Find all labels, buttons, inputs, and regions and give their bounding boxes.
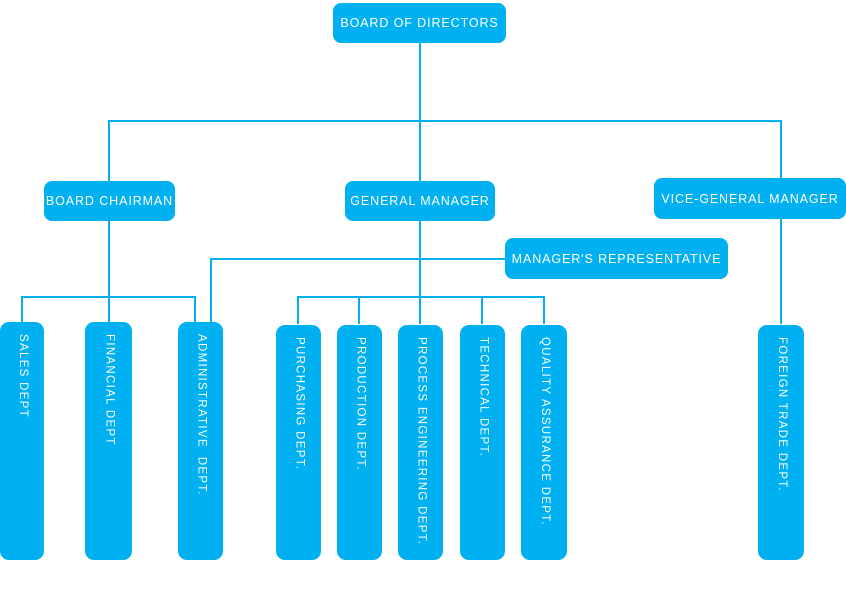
node-label: FINANCIAL DEPT [103, 334, 116, 446]
connector-drop-administrative-dept-right [210, 258, 212, 324]
node-board-chairman[interactable]: BOARD CHAIRMAN [44, 181, 175, 221]
node-sales-dept[interactable]: SALES DEPT [0, 322, 44, 560]
connector-drop-administrative-dept-left [194, 296, 196, 324]
connector-drop-foreign-trade-dept [780, 219, 782, 324]
node-process-engineering-dept[interactable]: PROCESS ENGINEERING DEPT. [398, 325, 443, 560]
connector-drop-technical-dept [481, 296, 483, 324]
node-label: FOREIGN TRADE DEPT. [775, 337, 788, 492]
connector-drop-board-chairman [108, 120, 110, 181]
connector-chairman-stem [108, 221, 110, 297]
connector-managers-representative-link [211, 258, 507, 260]
node-label: GENERAL MANAGER [350, 194, 490, 208]
connector-drop-sales-dept [21, 296, 23, 324]
node-purchasing-dept[interactable]: PURCHASING DEPT. [276, 325, 321, 560]
connector-level1-bus [109, 120, 782, 122]
node-label: BOARD CHAIRMAN [45, 194, 174, 208]
node-managers-representative[interactable]: MANAGER'S REPRESENTATIVE [505, 238, 728, 279]
connector-drop-general-manager [419, 120, 421, 181]
connector-drop-purchasing-dept [297, 296, 299, 324]
node-label: BOARD OF DIRECTORS [340, 16, 499, 30]
node-production-dept[interactable]: PRODUCTION DEPT. [337, 325, 382, 560]
node-label: PROCESS ENGINEERING DEPT. [415, 337, 428, 546]
node-label: PURCHASING DEPT. [293, 337, 306, 471]
node-quality-assurance-dept[interactable]: QUALITY ASSURANCE DEPT. [521, 325, 567, 560]
node-board-of-directors[interactable]: BOARD OF DIRECTORS [333, 3, 506, 43]
node-administrative-dept[interactable]: ADMINISTRATIVE DEPT. [178, 322, 223, 560]
node-label: PRODUCTION DEPT. [354, 337, 367, 471]
connector-board-stem [419, 42, 421, 121]
connector-drop-vice-general-manager [780, 120, 782, 178]
node-financial-dept[interactable]: FINANCIAL DEPT [85, 322, 132, 560]
connector-drop-quality-assurance-dept [543, 296, 545, 324]
connector-drop-financial-dept [108, 296, 110, 324]
node-label: QUALITY ASSURANCE DEPT. [538, 337, 551, 526]
node-label: VICE-GENERAL MANAGER [661, 191, 839, 206]
node-label: ADMINISTRATIVE DEPT. [195, 334, 208, 496]
node-vice-general-manager[interactable]: VICE-GENERAL MANAGER [654, 178, 846, 219]
connector-drop-production-dept [358, 296, 360, 324]
node-general-manager[interactable]: GENERAL MANAGER [345, 181, 495, 221]
connector-drop-process-engineering-dept [419, 296, 421, 324]
node-label: SALES DEPT [16, 334, 29, 418]
node-foreign-trade-dept[interactable]: FOREIGN TRADE DEPT. [758, 325, 804, 560]
connector-general-manager-bus [298, 296, 545, 298]
node-label: MANAGER'S REPRESENTATIVE [511, 251, 722, 266]
node-technical-dept[interactable]: TECHNICAL DEPT. [460, 325, 505, 560]
node-label: TECHNICAL DEPT. [477, 337, 490, 458]
